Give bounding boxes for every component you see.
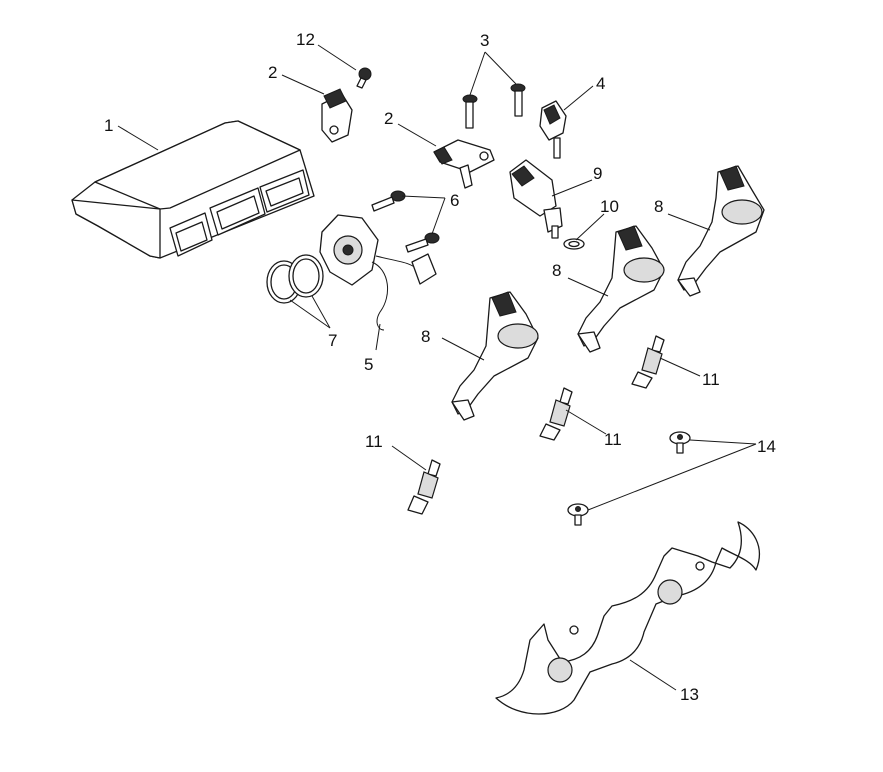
callout-13: 13 xyxy=(680,685,699,704)
callout-11: 11 xyxy=(702,370,720,389)
ignition-coil xyxy=(577,225,665,353)
bolt xyxy=(462,94,478,129)
screw xyxy=(567,503,589,526)
o-ring xyxy=(288,254,324,298)
ecm-module xyxy=(71,120,315,259)
ecm-connector xyxy=(169,212,213,257)
callout-5: 5 xyxy=(364,355,373,374)
ignition-coil xyxy=(451,291,539,421)
callout-8: 8 xyxy=(654,197,663,216)
callout-7: 7 xyxy=(328,331,337,350)
callout-8: 8 xyxy=(421,327,430,346)
bolt xyxy=(510,83,526,117)
callout-6: 6 xyxy=(450,191,459,210)
throttle-position-sensor xyxy=(319,214,437,331)
callout-12: 12 xyxy=(296,30,315,49)
callout-11: 11 xyxy=(604,430,622,449)
callouts: 1 2 2 3 4 5 6 7 8 8 8 9 10 11 11 11 12 1… xyxy=(104,30,776,704)
callout-2: 2 xyxy=(384,109,393,128)
callout-4: 4 xyxy=(596,74,605,93)
sensor-bracket xyxy=(321,88,353,143)
screw xyxy=(356,67,372,89)
callout-3: 3 xyxy=(480,31,489,50)
callout-10: 10 xyxy=(600,197,619,216)
callout-9: 9 xyxy=(593,164,602,183)
ignition-coil xyxy=(677,165,765,297)
temperature-sensor xyxy=(539,100,567,159)
spark-plug xyxy=(539,387,573,441)
sealing-washer xyxy=(563,238,585,250)
screw xyxy=(669,431,691,454)
bolt xyxy=(405,232,440,253)
spark-plug xyxy=(631,335,665,389)
bolt xyxy=(371,190,406,212)
callout-8: 8 xyxy=(552,261,561,280)
ecm-connector xyxy=(209,187,266,236)
callout-2: 2 xyxy=(268,63,277,82)
callout-1: 1 xyxy=(104,116,113,135)
coil-bracket xyxy=(495,521,761,715)
callout-11: 11 xyxy=(365,432,383,451)
ecm-connector xyxy=(259,169,310,213)
leader-lines xyxy=(117,44,757,691)
crank-sensor xyxy=(433,139,495,189)
callout-14: 14 xyxy=(757,437,776,456)
spark-plug xyxy=(407,459,441,515)
pressure-sensor xyxy=(509,159,563,239)
